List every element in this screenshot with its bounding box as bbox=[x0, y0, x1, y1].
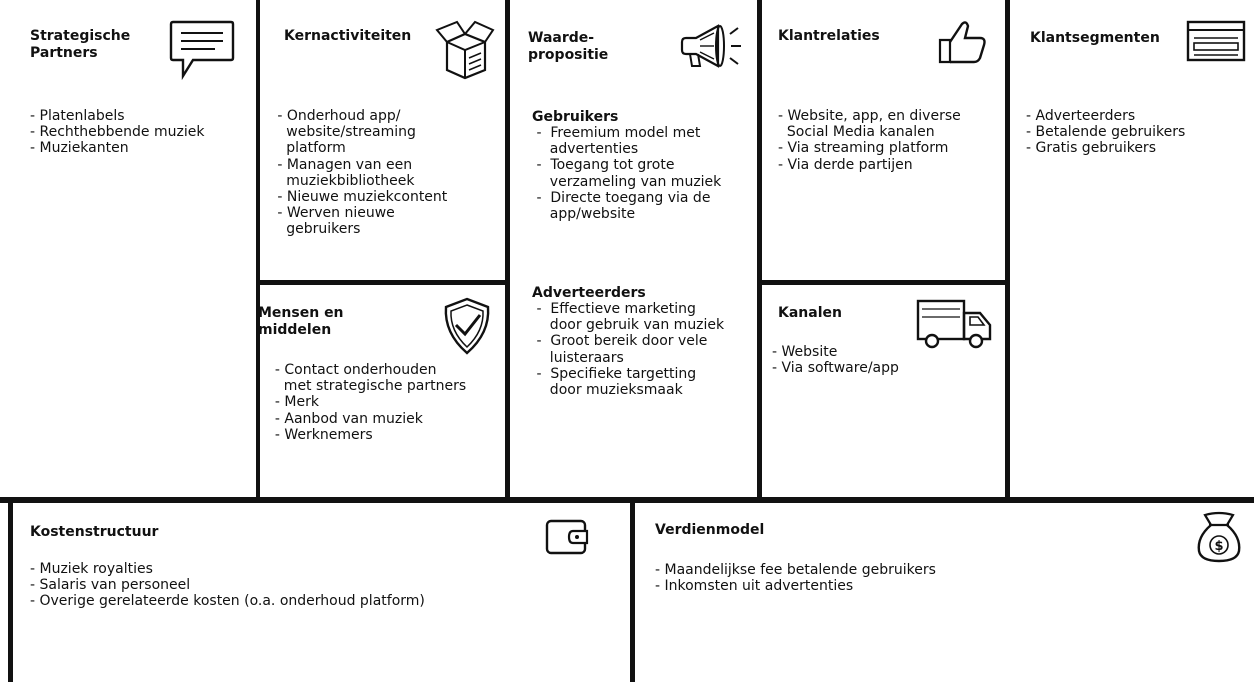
block-title: Kernactiviteiten bbox=[284, 28, 412, 44]
list-item: - Platenlabels bbox=[30, 108, 125, 124]
list-item: app/website bbox=[532, 206, 636, 223]
group-heading: Adverteerders bbox=[532, 285, 646, 301]
item-list: - Website, app, en diverse Social Media … bbox=[778, 108, 961, 173]
list-item: - Muziekanten bbox=[30, 140, 129, 157]
block-verdienmodel: Verdienmodel $ - Maandelijkse fee betale… bbox=[635, 503, 1254, 682]
list-item: - Website, app, en diverse bbox=[778, 108, 961, 124]
item-list: - Maandelijkse fee betalende gebruikers … bbox=[655, 562, 936, 594]
group-gebruikers: Gebruikers - Freemium model met adverten… bbox=[532, 109, 721, 222]
list-item: - Groot bereik door vele bbox=[532, 333, 708, 350]
list-item: - Maandelijkse fee betalende gebruikers bbox=[655, 562, 936, 578]
list-item: - Onderhoud app/ bbox=[264, 108, 401, 124]
grid-line-top-vertical-3 bbox=[757, 0, 762, 500]
block-title: Klantrelaties bbox=[778, 28, 880, 44]
list-item: Social Media kanalen bbox=[778, 124, 935, 141]
title-line: Partners bbox=[30, 45, 98, 61]
wallet-icon bbox=[543, 515, 591, 557]
shield-check-icon bbox=[440, 295, 494, 357]
block-klantsegmenten: Klantsegmenten - Adverteerders - Betalen… bbox=[1010, 0, 1254, 497]
list-item: - Gratis gebruikers bbox=[1026, 140, 1156, 157]
grid-line-bottom-vertical bbox=[630, 497, 635, 682]
list-item: - Website bbox=[772, 344, 838, 360]
list-item: - Toegang tot grote bbox=[532, 157, 675, 174]
list-item: - Werven nieuwe bbox=[264, 205, 395, 222]
speech-bubble-icon bbox=[165, 18, 237, 80]
list-item: - Overige gerelateerde kosten (o.a. onde… bbox=[30, 593, 425, 610]
list-item: - Merk bbox=[266, 394, 319, 411]
list-item: platform bbox=[264, 140, 346, 157]
block-kostenstructuur: Kostenstructuur - Muziek royalties - Sal… bbox=[13, 503, 630, 682]
item-list: - Platenlabels - Rechthebbende muziek - … bbox=[30, 108, 204, 157]
list-item: - Aanbod van muziek bbox=[266, 410, 423, 427]
list-item: - Specifieke targetting bbox=[532, 365, 697, 382]
block-kernactiviteiten: Kernactiviteiten - Onderhoud app/ websit… bbox=[260, 0, 505, 280]
block-title: Strategische Partners bbox=[30, 28, 130, 62]
list-item: - Adverteerders bbox=[1026, 108, 1136, 124]
item-list: - Adverteerders - Betalende gebruikers -… bbox=[1026, 108, 1185, 157]
open-box-icon bbox=[435, 18, 495, 82]
block-kanalen: Kanalen - Website - Via software/app bbox=[762, 285, 1005, 497]
block-waardepropositie: Waarde- propositie Gebruikers - Freemium… bbox=[510, 0, 757, 497]
list-item: gebruikers bbox=[264, 221, 361, 238]
grid-line-top-vertical-1 bbox=[256, 0, 260, 500]
megaphone-icon bbox=[678, 20, 744, 72]
item-list: - Onderhoud app/ website/streaming platf… bbox=[264, 108, 447, 238]
block-mensen-en-middelen: Mensen en middelen - Contact onderhouden… bbox=[258, 285, 505, 497]
title-line: propositie bbox=[528, 47, 609, 63]
list-item: met strategische partners bbox=[266, 378, 467, 395]
block-title: Waarde- propositie bbox=[528, 30, 608, 64]
group-adverteerders: Adverteerders - Effectieve marketing doo… bbox=[532, 285, 724, 398]
list-item: verzameling van muziek bbox=[532, 173, 722, 190]
thumbs-up-icon bbox=[936, 18, 988, 66]
grid-line-top-vertical-2 bbox=[505, 0, 510, 500]
list-item: - Inkomsten uit advertenties bbox=[655, 578, 854, 595]
block-title: Kanalen bbox=[778, 305, 842, 321]
list-item: - Freemium model met bbox=[532, 125, 701, 141]
money-bag-icon: $ bbox=[1193, 511, 1245, 565]
item-list: - Muziek royalties - Salaris van persone… bbox=[30, 561, 425, 610]
list-item: - Contact onderhouden bbox=[266, 362, 437, 378]
list-item: - Effectieve marketing bbox=[532, 301, 696, 317]
list-item: - Salaris van personeel bbox=[30, 577, 191, 594]
list-item: door muzieksmaak bbox=[532, 382, 683, 399]
id-card-icon bbox=[1184, 18, 1248, 64]
list-item: luisteraars bbox=[532, 349, 624, 366]
list-item: - Via software/app bbox=[772, 360, 899, 377]
grid-line-middle-horizontal-right bbox=[757, 280, 1010, 285]
title-line: middelen bbox=[258, 322, 332, 338]
title-line: Waarde- bbox=[528, 30, 595, 46]
grid-line-main-horizontal bbox=[0, 497, 1254, 503]
list-item: - Werknemers bbox=[266, 426, 373, 443]
item-list: - Website - Via software/app bbox=[772, 344, 899, 376]
list-item: - Directe toegang via de bbox=[532, 189, 711, 206]
list-item: advertenties bbox=[532, 141, 639, 158]
block-title: Klantsegmenten bbox=[1030, 30, 1160, 46]
list-item: website/streaming bbox=[264, 124, 416, 141]
block-title: Verdienmodel bbox=[655, 522, 765, 538]
list-item: - Managen van een bbox=[264, 156, 413, 173]
list-item: - Muziek royalties bbox=[30, 561, 153, 577]
grid-line-top-vertical-4 bbox=[1005, 0, 1010, 500]
block-klantrelaties: Klantrelaties - Website, app, en diverse… bbox=[762, 0, 1005, 280]
grid-line-bottom-left-edge bbox=[8, 497, 13, 682]
grid-line-middle-horizontal-left bbox=[256, 280, 510, 285]
delivery-truck-icon bbox=[912, 295, 998, 355]
title-line: Strategische bbox=[30, 28, 131, 44]
title-line: Mensen en bbox=[258, 305, 344, 321]
list-item: - Via derde partijen bbox=[778, 156, 913, 173]
list-item: door gebruik van muziek bbox=[532, 317, 725, 334]
list-item: muziekbibliotheek bbox=[264, 172, 415, 189]
list-item: - Nieuwe muziekcontent bbox=[264, 189, 448, 206]
block-title: Mensen en middelen bbox=[258, 305, 344, 339]
svg-text:$: $ bbox=[1214, 539, 1223, 554]
block-strategische-partners: Strategische Partners - Platenlabels - R… bbox=[0, 0, 256, 497]
block-title: Kostenstructuur bbox=[30, 524, 159, 540]
list-item: - Betalende gebruikers bbox=[1026, 124, 1186, 141]
list-item: - Via streaming platform bbox=[778, 140, 949, 157]
group-heading: Gebruikers bbox=[532, 109, 619, 125]
list-item: - Rechthebbende muziek bbox=[30, 124, 205, 141]
item-list: - Contact onderhouden met strategische p… bbox=[266, 362, 466, 443]
